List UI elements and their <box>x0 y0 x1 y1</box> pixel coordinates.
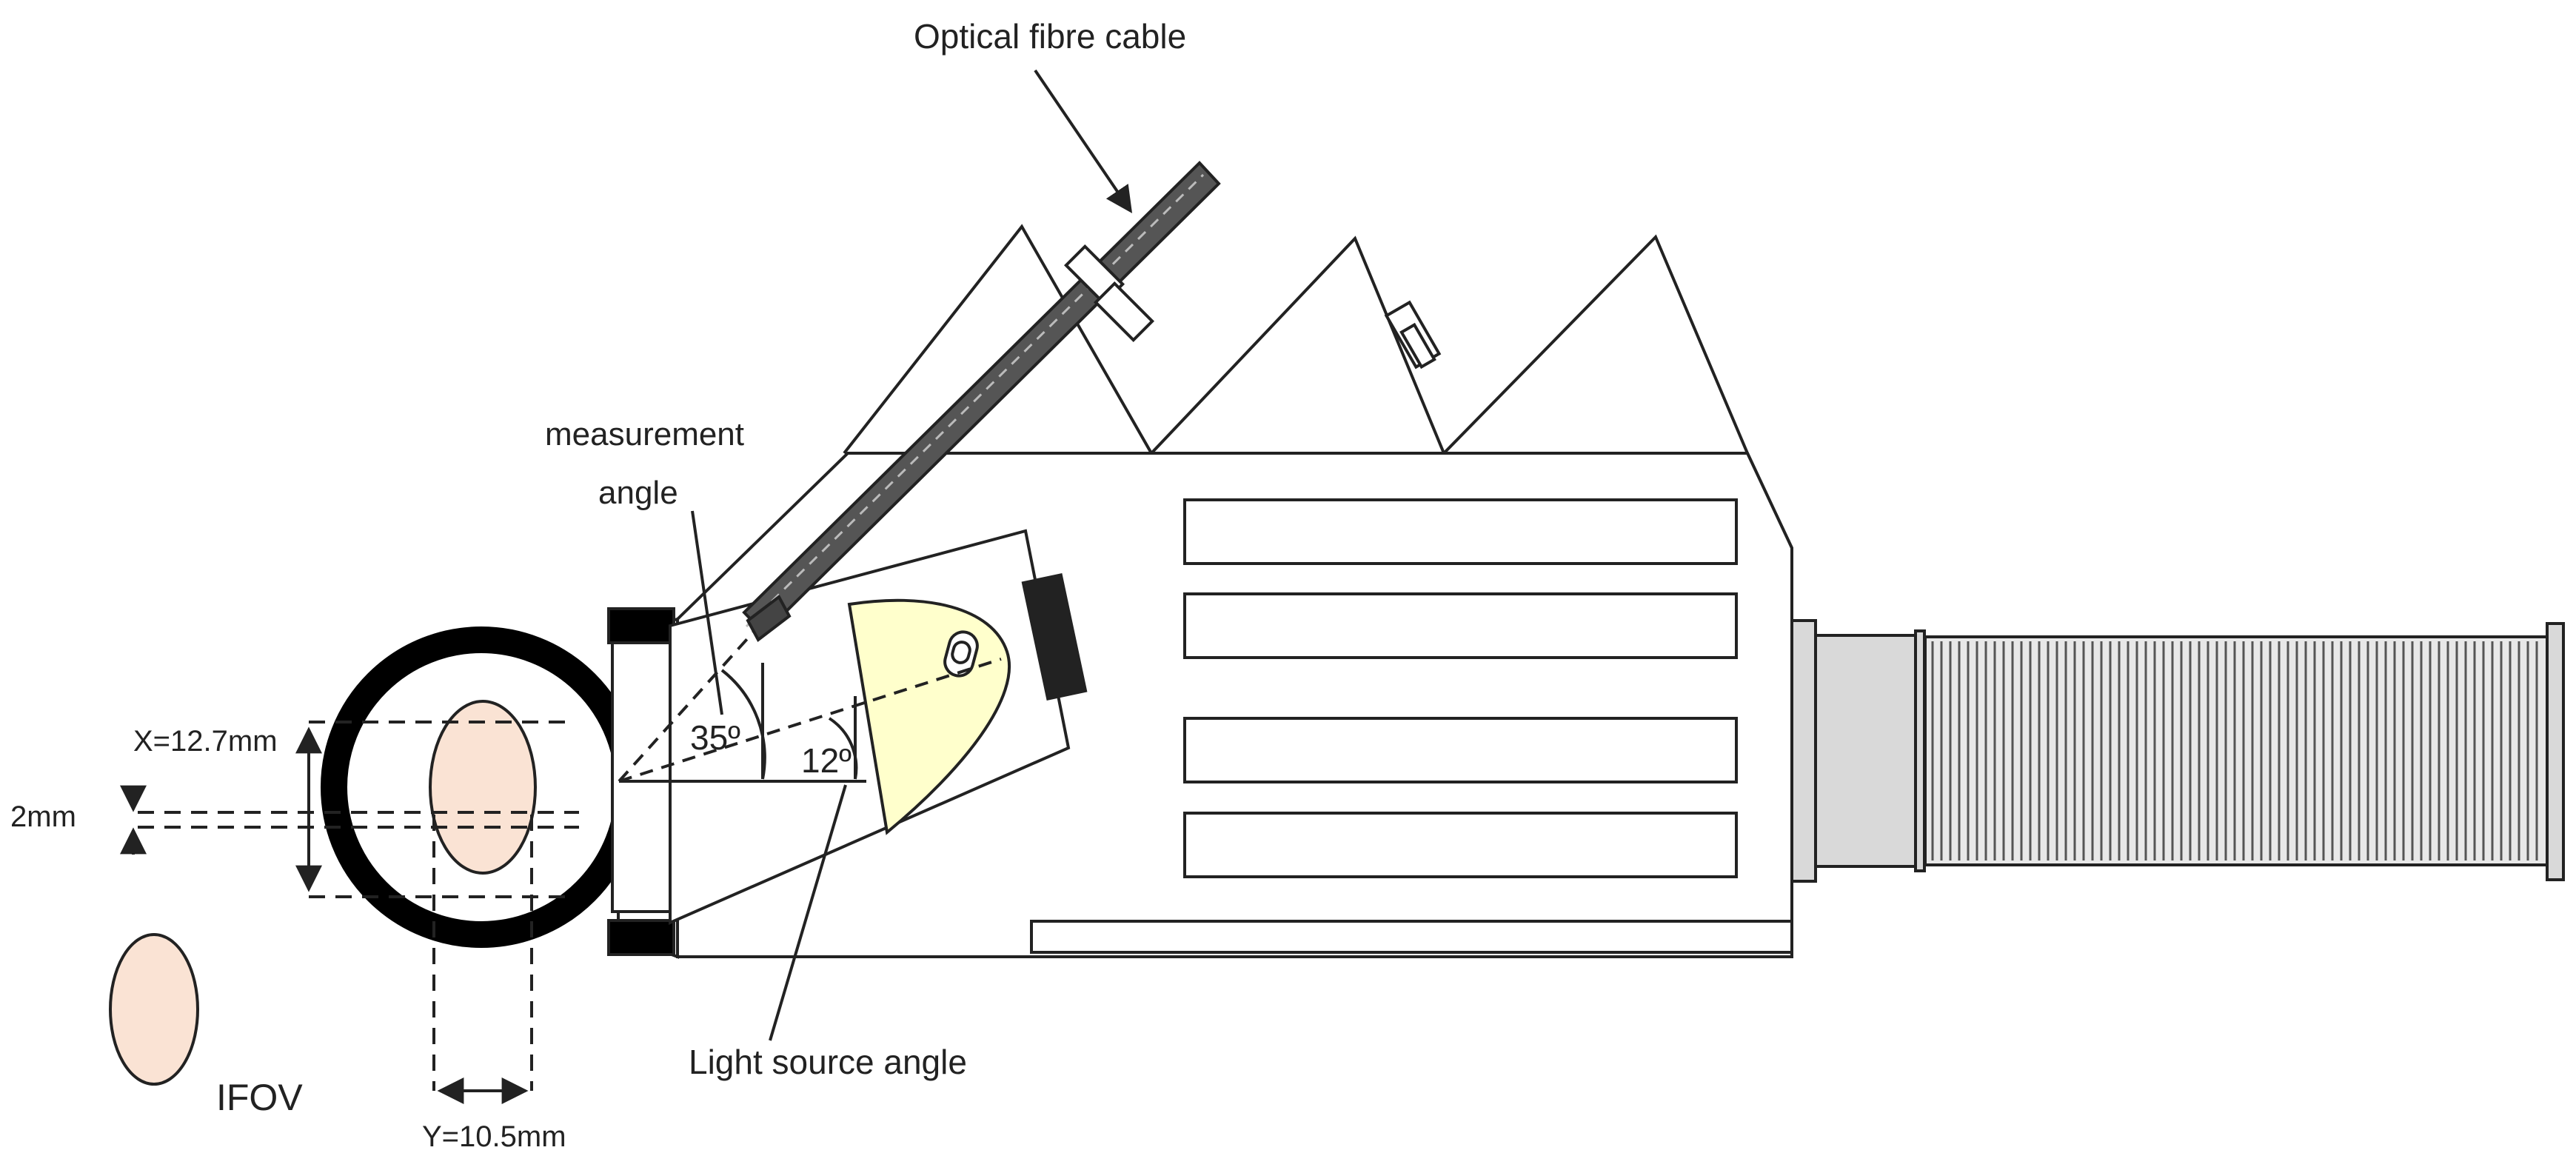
ifov-spot <box>109 933 199 1086</box>
optical-fibre-cable-label: Optical fibre cable <box>914 17 1186 56</box>
optical-fibre-cable-pointer <box>1034 69 1133 213</box>
lamp-reflector <box>847 598 1011 835</box>
y-dimension-label: Y=10.5mm <box>422 1120 566 1153</box>
optical-fibre-cable <box>742 161 1221 643</box>
light-source-angle-value: 12º <box>801 741 852 780</box>
measurement-angle-label-line1: measurement <box>545 416 744 452</box>
gap-dimension-label: 2mm <box>10 801 76 833</box>
x-dimension-label: X=12.7mm <box>133 725 278 758</box>
measurement-angle-value: 35º <box>690 718 740 757</box>
light-source-angle-pointer <box>769 784 847 1041</box>
angle-sight-lines <box>618 630 1002 783</box>
handle-grip-ribs <box>1931 641 2538 860</box>
probe-handle <box>1790 619 2565 883</box>
measured-spot <box>429 700 537 875</box>
front-window <box>607 607 675 956</box>
measurement-angle-pointer <box>691 510 723 715</box>
measurement-angle-label-line2: angle <box>598 475 678 511</box>
dimension-guides <box>138 721 579 1091</box>
light-source-angle-label: Light source angle <box>689 1043 967 1081</box>
ifov-label: IFOV <box>216 1077 303 1118</box>
